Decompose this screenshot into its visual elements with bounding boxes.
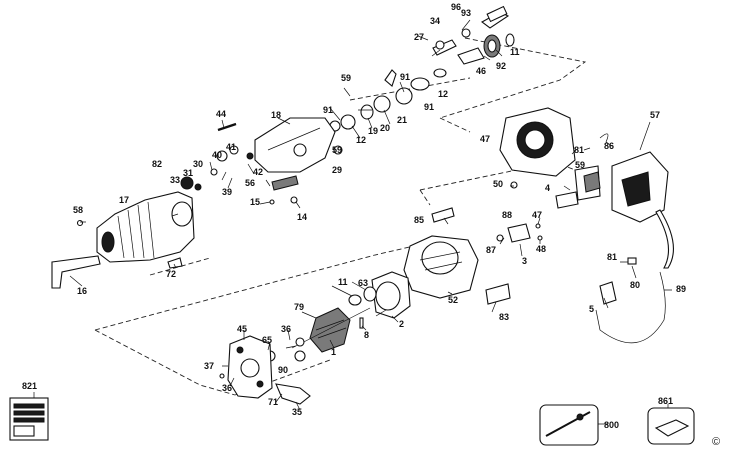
label-11a: 11 [510,47,520,57]
label-57: 57 [650,110,660,120]
label-47a: 47 [532,210,542,220]
label-59a: 59 [341,73,351,83]
nose-housing [51,176,202,289]
label-81b: 81 [607,252,617,262]
label-17: 17 [119,195,129,205]
label-96: 96 [451,2,461,12]
label-72: 72 [166,269,176,279]
label-34: 34 [430,16,440,26]
label-39: 39 [222,187,232,197]
box-821-group [9,397,49,441]
label-80: 80 [630,280,640,290]
label-45: 45 [237,324,247,334]
label-20: 20 [380,123,390,133]
label-35: 35 [292,407,302,417]
leader-lines [33,19,672,425]
label-14: 14 [297,212,307,222]
label-65: 65 [262,335,272,345]
label-79: 79 [294,302,304,312]
label-31: 31 [183,168,193,178]
label-92: 92 [496,61,506,71]
label-91c: 91 [323,105,333,115]
label-19: 19 [368,126,378,136]
label-83: 83 [499,312,509,322]
box-label-821: 821 [22,381,37,391]
label-42: 42 [253,167,263,177]
label-4: 4 [545,183,550,193]
handle-assembly [499,107,674,344]
label-46: 46 [476,66,486,76]
label-93: 93 [461,8,471,18]
label-58: 58 [73,205,83,215]
box-label-861: 861 [658,396,673,406]
label-87: 87 [486,245,496,255]
label-56: 56 [245,178,255,188]
end-housing [219,335,311,405]
copyright-mark: © [712,436,720,448]
label-89: 89 [676,284,686,294]
label-59b: 59 [332,145,342,155]
label-48: 48 [536,244,546,254]
label-5: 5 [589,304,594,314]
label-11b: 11 [338,277,348,287]
label-91b: 91 [424,102,434,112]
label-37: 37 [204,361,214,371]
part-labels: 96 93 34 27 11 46 92 59 91 12 91 91 20 2… [73,2,686,417]
label-91a: 91 [400,72,410,82]
switch-components [431,207,543,305]
label-71: 71 [268,397,278,407]
label-63: 63 [358,278,368,288]
label-29: 29 [332,165,342,175]
stator-and-armature [264,235,479,362]
gear-housing [217,117,336,173]
label-3: 3 [522,256,527,266]
label-36a: 36 [281,324,291,334]
label-41: 41 [226,142,236,152]
small-fasteners-left [210,145,343,205]
label-16: 16 [77,286,87,296]
label-30: 30 [193,159,203,169]
label-52: 52 [448,295,458,305]
label-47b: 47 [480,134,490,144]
box-800-group [539,404,599,446]
label-86: 86 [604,141,614,151]
label-81a: 81 [574,145,584,155]
box-labels: 821 800 861 © [22,381,720,448]
label-85: 85 [414,215,424,225]
label-40: 40 [212,150,222,160]
label-50: 50 [493,179,503,189]
label-12a: 12 [438,89,448,99]
label-1: 1 [331,347,336,357]
box-861-group [647,407,695,445]
label-21: 21 [397,115,407,125]
box-label-800: 800 [604,420,619,430]
spindle-assembly [329,5,515,132]
label-59c: 59 [575,160,585,170]
label-15: 15 [250,197,260,207]
label-27: 27 [414,32,424,42]
label-36b: 36 [222,383,232,393]
label-90: 90 [278,365,288,375]
label-18: 18 [271,110,281,120]
label-88: 88 [502,210,512,220]
label-2: 2 [399,319,404,329]
label-12b: 12 [356,135,366,145]
label-82: 82 [152,159,162,169]
label-44: 44 [216,109,226,119]
label-33: 33 [170,175,180,185]
label-8: 8 [364,330,369,340]
